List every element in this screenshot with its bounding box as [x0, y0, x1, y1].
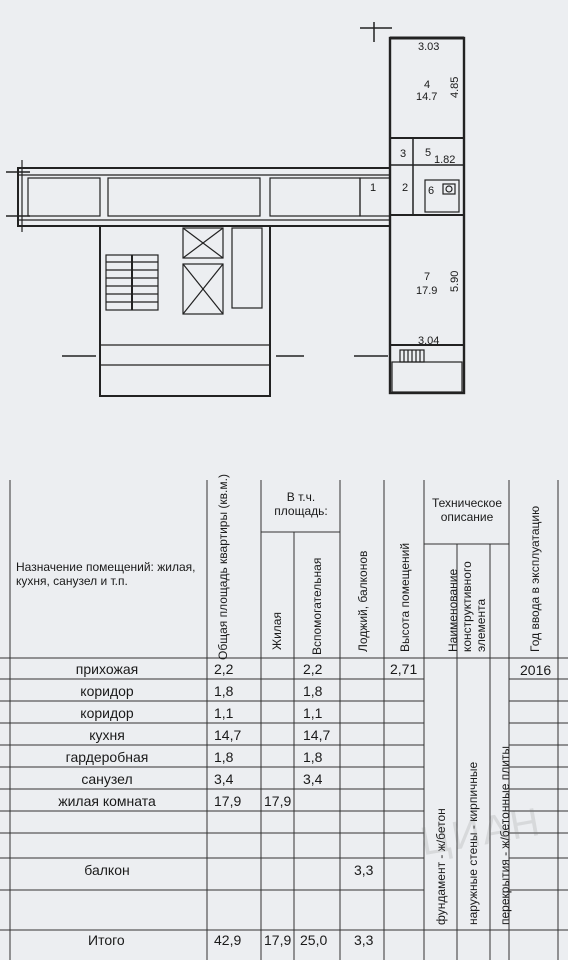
room-table-grid: [0, 480, 568, 960]
row-aux-area: 3,4: [303, 771, 323, 787]
row-aux-area: 2,2: [303, 661, 323, 677]
header-auxiliary: Вспомогательная: [310, 557, 324, 655]
row-name: жилая комната: [58, 793, 156, 809]
row-name: санузел: [81, 771, 133, 787]
row-total-area: 17,9: [214, 793, 242, 809]
year-value: 2016: [520, 662, 552, 678]
room-2-number: 2: [402, 182, 409, 194]
room-5-number: 5: [425, 147, 432, 159]
room-7-area: 17.9: [416, 285, 438, 297]
total-balcony-value: 3,3: [354, 932, 374, 948]
floor-plan: [6, 22, 466, 397]
header-year: Год ввода в эксплуатацию: [528, 505, 542, 652]
room-3-number: 3: [400, 148, 407, 160]
row-aux-area: 1,8: [303, 749, 323, 765]
room-1-number: 1: [370, 182, 377, 194]
row-total-area: 14,7: [214, 727, 242, 743]
total-aux-value: 25,0: [300, 932, 328, 948]
header-element-name: Наименование конструктивного элемента: [446, 561, 488, 652]
row-height: 2,71: [390, 661, 418, 677]
total-living-value: 17,9: [264, 932, 292, 948]
row-name: коридор: [80, 705, 134, 721]
row-aux-area: 14,7: [303, 727, 331, 743]
header-incl-area: В т.ч. площадь:: [274, 490, 328, 518]
row-aux-area: 1,1: [303, 705, 323, 721]
row-name: кухня: [89, 727, 125, 743]
room-5-dimension: 1.82: [434, 154, 456, 166]
header-loggia: Лоджий, балконов: [356, 550, 370, 652]
room-4-number: 4: [424, 79, 431, 91]
row-total-area: 1,8: [214, 749, 234, 765]
row-total-area: 2,2: [214, 661, 234, 677]
total-label: Итого: [88, 932, 125, 948]
room-7-length: 5.90: [449, 270, 461, 292]
row-aux-area: 1,8: [303, 683, 323, 699]
row-living-area: 17,9: [264, 793, 292, 809]
room-4-length: 4.85: [449, 76, 461, 98]
room-4-area: 14.7: [416, 91, 438, 103]
header-tech: Техническое описание: [431, 496, 503, 524]
total-area-value: 42,9: [214, 932, 242, 948]
room-7-width: 3.04: [418, 335, 440, 347]
room-4-width: 3.03: [418, 41, 440, 53]
room-6-number: 6: [428, 185, 435, 197]
header-height: Высота помещений: [398, 542, 412, 652]
row-balcony-area: 3,3: [354, 862, 374, 878]
row-total-area: 3,4: [214, 771, 234, 787]
row-total-area: 1,1: [214, 705, 234, 721]
row-total-area: 1,8: [214, 683, 234, 699]
room-7-number: 7: [424, 271, 431, 283]
header-purpose: Назначение помещений: жилая, кухня, сану…: [16, 560, 196, 588]
row-name: балкон: [84, 862, 130, 878]
row-name: гардеробная: [65, 749, 149, 765]
row-name: коридор: [80, 683, 134, 699]
row-name: прихожая: [75, 661, 139, 677]
header-total-area: Общая площадь квартиры (кв.м.): [216, 474, 230, 660]
header-living: Жилая: [270, 612, 284, 650]
